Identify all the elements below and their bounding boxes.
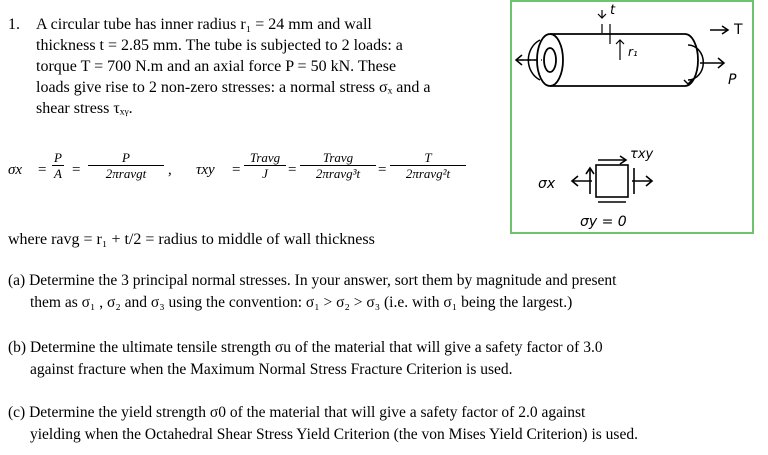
part-b: (b) Determine the ultimate tensile stren… <box>8 337 603 381</box>
sigma-lhs: σx <box>8 162 23 178</box>
label-P: P <box>728 72 737 88</box>
label-sigma-y: σy = 0 <box>580 214 627 230</box>
equals-sign: = <box>288 162 297 178</box>
sigma-formula: σx = P A = P 2πravgt , <box>8 150 238 194</box>
tau-lhs: τxy <box>196 162 215 178</box>
intro-line-5: shear stress τₓᵧ. <box>36 100 133 117</box>
problem-number: 1. <box>8 16 20 33</box>
sigma-frac-2: P 2πravgt <box>88 150 164 181</box>
intro-line-1: A circular tube has inner radius r₁ = 24… <box>36 16 372 33</box>
stress-element <box>570 155 654 203</box>
equals-sign: = <box>38 162 47 178</box>
intro-line-2: thickness t = 2.85 mm. The tube is subje… <box>36 37 403 54</box>
equals-sign: = <box>72 162 81 178</box>
tau-frac-3: T 2πravg²t <box>390 150 466 181</box>
figure-box <box>510 0 754 234</box>
part-c-line-2: yielding when the Octahedral Shear Stres… <box>30 426 638 443</box>
tau-frac-2: Travg 2πravg³t <box>300 150 376 181</box>
tube-stress-figure: t r₁ T P τxy σx σy = 0 <box>514 3 743 230</box>
label-r1: r₁ <box>628 45 638 59</box>
part-c-line-1: (c) Determine the yield strength σ0 of t… <box>8 404 586 421</box>
equals-sign: = <box>232 162 241 178</box>
sigma-frac-1: P A <box>52 150 64 181</box>
intro-line-3: torque T = 700 N.m and an axial force P … <box>36 58 397 75</box>
part-c: (c) Determine the yield strength σ0 of t… <box>8 402 638 446</box>
tube-left-end <box>536 33 564 87</box>
intro-line-4: loads give rise to 2 non-zero stresses: … <box>36 79 431 96</box>
tau-frac-1: Travg J <box>244 150 286 181</box>
equals-sign: = <box>378 162 387 178</box>
stress-element-square <box>595 164 629 198</box>
part-a: (a) Determine the 3 principal normal str… <box>8 270 616 314</box>
where-line: where ravg = r₁ + t/2 = radius to middle… <box>8 231 375 248</box>
tube-right-end <box>684 33 699 87</box>
comma: , <box>168 162 172 178</box>
label-T: T <box>733 22 743 38</box>
part-a-line-1: (a) Determine the 3 principal normal str… <box>8 272 617 289</box>
tau-formula: τxy = Travg J = Travg 2πravg³t = T 2πrav… <box>196 150 506 194</box>
part-b-line-1: (b) Determine the ultimate tensile stren… <box>8 339 603 356</box>
label-sigma-x: σx <box>538 176 556 192</box>
part-a-line-2: them as σ₁ , σ₂ and σ₃ using the convent… <box>30 294 573 311</box>
label-tau-xy: τxy <box>630 147 654 162</box>
label-t: t <box>610 3 616 18</box>
tube-inner-circle <box>543 47 557 73</box>
tube-drawing <box>514 10 730 87</box>
part-b-line-2: against fracture when the Maximum Normal… <box>30 361 513 378</box>
